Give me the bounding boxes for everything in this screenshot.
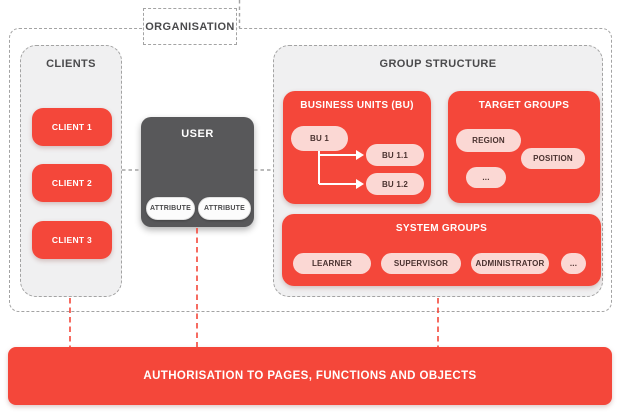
attribute-label: ATTRIBUTE (150, 205, 191, 212)
user-box: USER ATTRIBUTE ATTRIBUTE (141, 117, 254, 227)
supervisor-pill: SUPERVISOR (381, 253, 461, 274)
client-1-label: CLIENT 1 (51, 122, 93, 132)
bu-1-1-label: BU 1.1 (381, 150, 409, 160)
administrator-pill: ADMINISTRATOR (471, 253, 549, 274)
client-3-box: CLIENT 3 (32, 221, 112, 259)
group-structure-title: GROUP STRUCTURE (379, 58, 497, 70)
clients-panel: CLIENTS CLIENT 1 CLIENT 2 CLIENT 3 (20, 45, 122, 297)
bu-hierarchy-arrows (318, 150, 364, 189)
system-groups-title: SYSTEM GROUPS (395, 223, 488, 234)
target-groups-more-label: ... (482, 173, 490, 182)
clients-title: CLIENTS (46, 58, 96, 70)
administrator-label: ADMINISTRATOR (475, 259, 545, 268)
learner-label: LEARNER (311, 259, 353, 268)
position-pill: POSITION (521, 148, 585, 169)
bu-1-1-pill: BU 1.1 (366, 144, 424, 166)
region-label: REGION (472, 136, 505, 145)
organisation-boundary (9, 28, 612, 312)
bu-1-2-pill: BU 1.2 (366, 173, 424, 195)
organisation-label-box: ORGANISATION (143, 8, 237, 45)
learner-pill: LEARNER (293, 253, 371, 274)
client-1-box: CLIENT 1 (32, 108, 112, 146)
business-units-title: BUSINESS UNITS (BU) (300, 100, 414, 111)
attribute-pill: ATTRIBUTE (146, 197, 195, 220)
system-groups-box: SYSTEM GROUPS LEARNER SUPERVISOR ADMINIS… (282, 214, 601, 286)
attribute-pill: ATTRIBUTE (198, 197, 251, 220)
client-2-box: CLIENT 2 (32, 164, 112, 202)
system-groups-more-label: ... (569, 259, 578, 268)
bu-1-2-label: BU 1.2 (381, 179, 409, 189)
client-2-label: CLIENT 2 (51, 178, 93, 188)
client-3-label: CLIENT 3 (51, 235, 93, 245)
business-units-box: BUSINESS UNITS (BU) BU 1 BU 1.1 BU 1.2 (283, 91, 431, 204)
target-groups-more-pill: ... (466, 167, 506, 188)
bu-1-pill: BU 1 (291, 126, 348, 151)
attribute-label: ATTRIBUTE (204, 205, 245, 212)
bu-1-label: BU 1 (309, 134, 330, 143)
authorisation-banner: AUTHORISATION TO PAGES, FUNCTIONS AND OB… (8, 347, 612, 405)
region-pill: REGION (456, 129, 521, 152)
target-groups-box: TARGET GROUPS REGION POSITION ... (448, 91, 600, 203)
group-structure-panel: GROUP STRUCTURE BUSINESS UNITS (BU) BU 1… (273, 45, 603, 297)
authorisation-banner-label: AUTHORISATION TO PAGES, FUNCTIONS AND OB… (143, 370, 477, 382)
system-groups-more-pill: ... (561, 253, 586, 274)
user-title: USER (181, 128, 214, 140)
target-groups-title: TARGET GROUPS (478, 100, 570, 111)
position-label: POSITION (533, 154, 573, 163)
supervisor-label: SUPERVISOR (393, 259, 449, 268)
organisation-label: ORGANISATION (145, 20, 235, 33)
